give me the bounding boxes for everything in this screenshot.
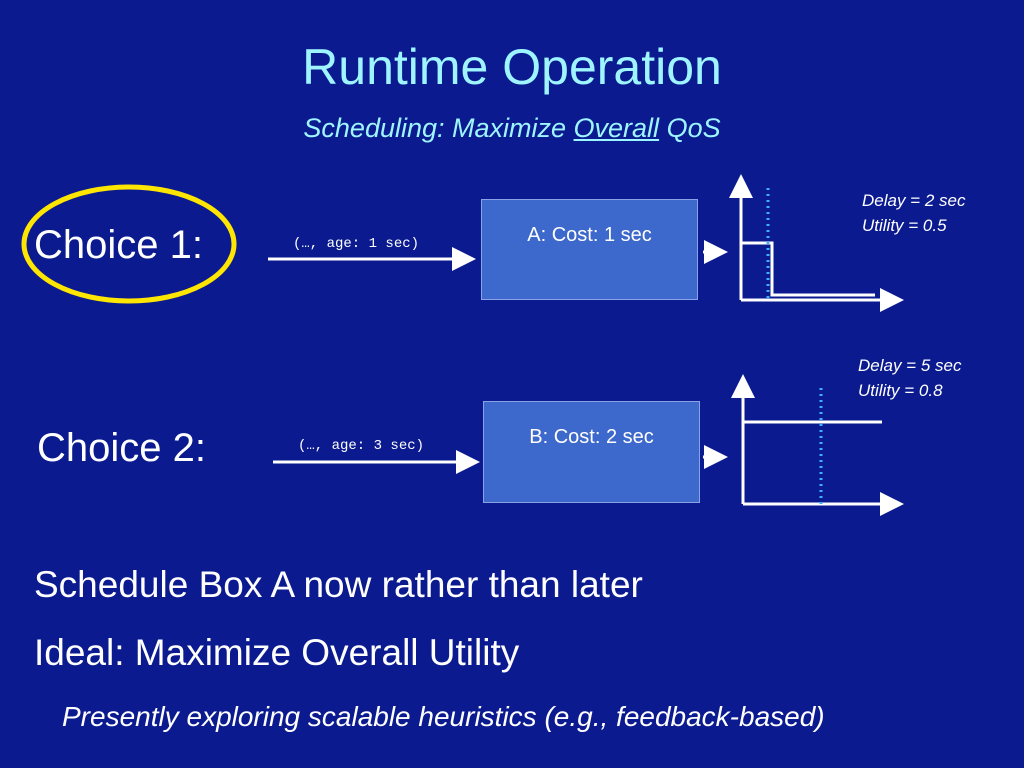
choice-2-metrics: Delay = 5 sec Utility = 0.8 xyxy=(858,353,961,403)
choice-1-highlight-circle xyxy=(21,184,237,304)
choice-2-tuple: (…, age: 3 sec) xyxy=(298,438,425,454)
subtitle-underlined: Overall xyxy=(573,113,660,143)
choice-2-label: Choice 2: xyxy=(37,426,206,470)
bullet-ideal: Ideal: Maximize Overall Utility xyxy=(34,632,520,673)
choice-1-metrics: Delay = 2 sec Utility = 0.5 xyxy=(862,188,965,238)
bullet-schedule: Schedule Box A now rather than later xyxy=(34,564,643,605)
choice-2-utility: Utility = 0.8 xyxy=(858,381,943,400)
choice-1-delay: Delay = 2 sec xyxy=(862,191,966,210)
box-a-label: A: Cost: 1 sec xyxy=(527,224,652,246)
choice-1-utility: Utility = 0.5 xyxy=(862,216,947,235)
choice-1-utility-graph xyxy=(729,174,904,312)
slide-subtitle: Scheduling: Maximize Overall QoS xyxy=(0,115,1024,142)
box-a: A: Cost: 1 sec xyxy=(481,199,698,300)
box-b-label: B: Cost: 2 sec xyxy=(529,426,654,448)
box-b: B: Cost: 2 sec xyxy=(483,401,700,503)
subtitle-prefix: Scheduling: Maximize xyxy=(303,113,574,143)
footer-note: Presently exploring scalable heuristics … xyxy=(62,701,825,732)
graph-1-utility-curve xyxy=(741,241,875,297)
slide-title: Runtime Operation xyxy=(302,39,722,95)
choice-2-delay: Delay = 5 sec xyxy=(858,356,962,375)
subtitle-suffix: QoS xyxy=(659,113,721,143)
choice-1-tuple: (…, age: 1 sec) xyxy=(293,236,420,252)
choice-2-utility-graph xyxy=(731,374,904,516)
choice-1-label: Choice 1: xyxy=(34,223,203,267)
